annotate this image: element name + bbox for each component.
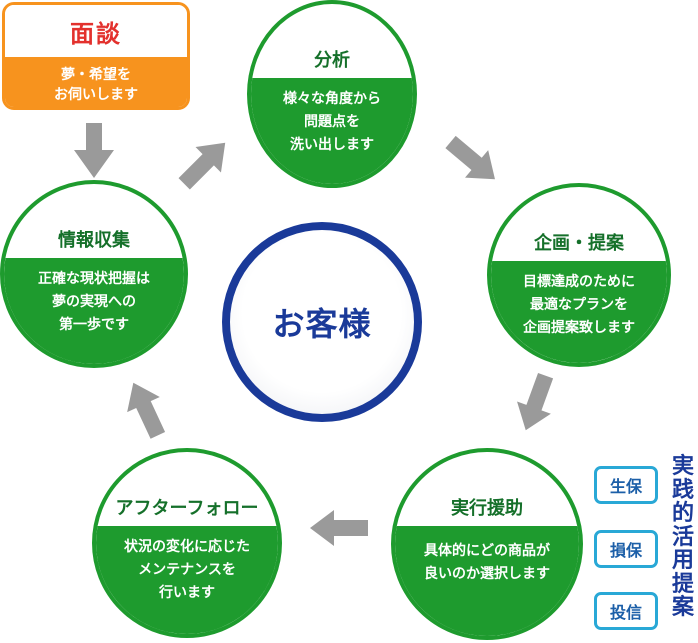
step-planning-desc: 目標達成のために 最適なプランを 企画提案致します: [491, 261, 667, 363]
interview-desc-line2: お伺いします: [54, 87, 138, 103]
step-execution: 実行援助 具体的にどの商品が 良いのか選択します: [391, 448, 583, 640]
step-analysis: 分析 様々な角度から 問題点を 洗い出します: [247, 0, 417, 188]
arrow-plan-to-execution: [517, 372, 554, 431]
arrow-after-to-info: [127, 382, 166, 439]
interview-box: 面談 夢・希望を お伺いします: [2, 2, 190, 110]
step-execution-title: 実行援助: [451, 498, 523, 519]
step-info-gathering-title: 情報収集: [58, 230, 130, 251]
step-analysis-desc: 様々な角度から 問題点を 洗い出します: [251, 78, 413, 184]
center-customer: お客様: [222, 222, 422, 422]
step-after-follow-title: アフターフォロー: [115, 498, 259, 519]
step-after-follow-desc: 状況の変化に応じた メンテナンスを 行います: [96, 526, 278, 634]
box-nonlife-insurance: 損保: [594, 530, 658, 568]
step-execution-desc: 具体的にどの商品が 良いのか選択します: [395, 526, 579, 636]
arrow-info-to-analysis: [178, 142, 226, 190]
step-info-gathering-desc: 正確な現状把握は 夢の実現への 第一歩です: [4, 258, 184, 364]
step-planning: 企画・提案 目標達成のために 最適なプランを 企画提案致します: [487, 183, 671, 367]
interview-desc: 夢・希望を お伺いします: [5, 57, 187, 107]
side-title-vertical: 実践的活用提案: [671, 454, 694, 620]
step-info-gathering: 情報収集 正確な現状把握は 夢の実現への 第一歩です: [0, 180, 188, 368]
interview-desc-line1: 夢・希望を: [61, 67, 131, 83]
step-planning-title: 企画・提案: [534, 233, 624, 254]
center-label: お客様: [272, 305, 372, 343]
box-life-insurance: 生保: [594, 466, 658, 504]
arrow-analysis-to-plan: [445, 135, 495, 180]
step-analysis-title: 分析: [314, 50, 350, 71]
arrow-execution-to-after: [310, 510, 368, 546]
interview-title: 面談: [5, 5, 187, 57]
box-investment-trust: 投信: [594, 592, 658, 630]
arrow-interview-to-info: [74, 123, 114, 178]
step-after-follow: アフターフォロー 状況の変化に応じた メンテナンスを 行います: [92, 448, 282, 638]
